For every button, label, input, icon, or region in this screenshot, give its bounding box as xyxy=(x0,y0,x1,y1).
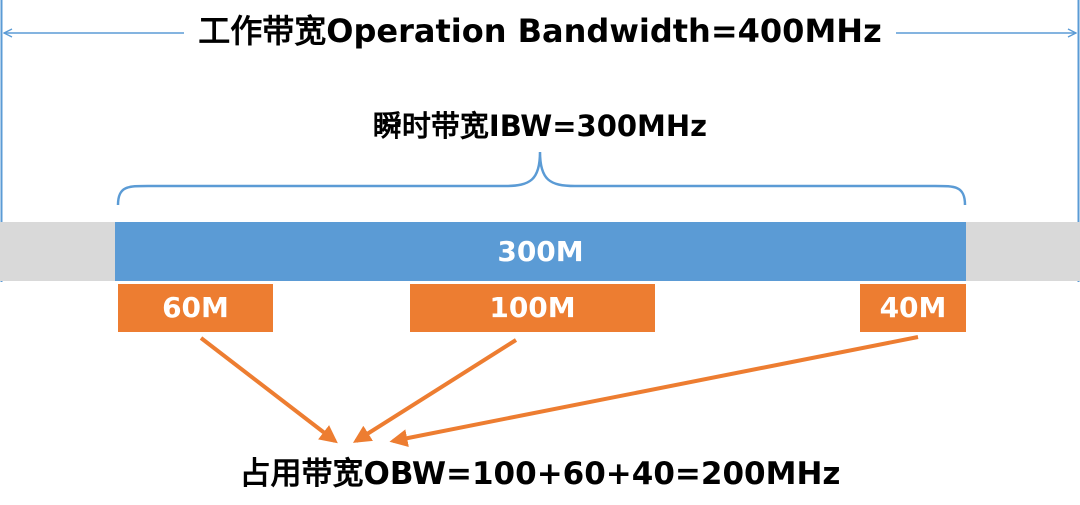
carrier-bar-40m xyxy=(860,284,966,332)
arrow-from-100m xyxy=(352,338,518,443)
ibw-bar-label: 300M xyxy=(497,235,584,268)
ibw-label: 瞬时带宽IBW=300MHz xyxy=(372,109,708,143)
arrow-from-40m xyxy=(389,335,919,448)
carrier-label-100m: 100M xyxy=(489,291,576,324)
carrier-label-60m: 60M xyxy=(162,291,229,324)
carrier-bar-60m xyxy=(118,284,273,332)
ibw-bar xyxy=(115,222,966,281)
carrier-bar-100m xyxy=(410,284,655,332)
ibw-brace xyxy=(116,151,967,206)
operation-bandwidth-label: 工作带宽Operation Bandwidth=400MHz xyxy=(184,12,896,50)
carrier-label-40m: 40M xyxy=(879,291,947,324)
obw-label: 占用带宽OBW=100+60+40=200MHz xyxy=(239,456,841,492)
operation-bandwidth-label-row: 工作带宽Operation Bandwidth=400MHz xyxy=(0,12,1080,50)
arrow-from-60m xyxy=(199,336,338,444)
